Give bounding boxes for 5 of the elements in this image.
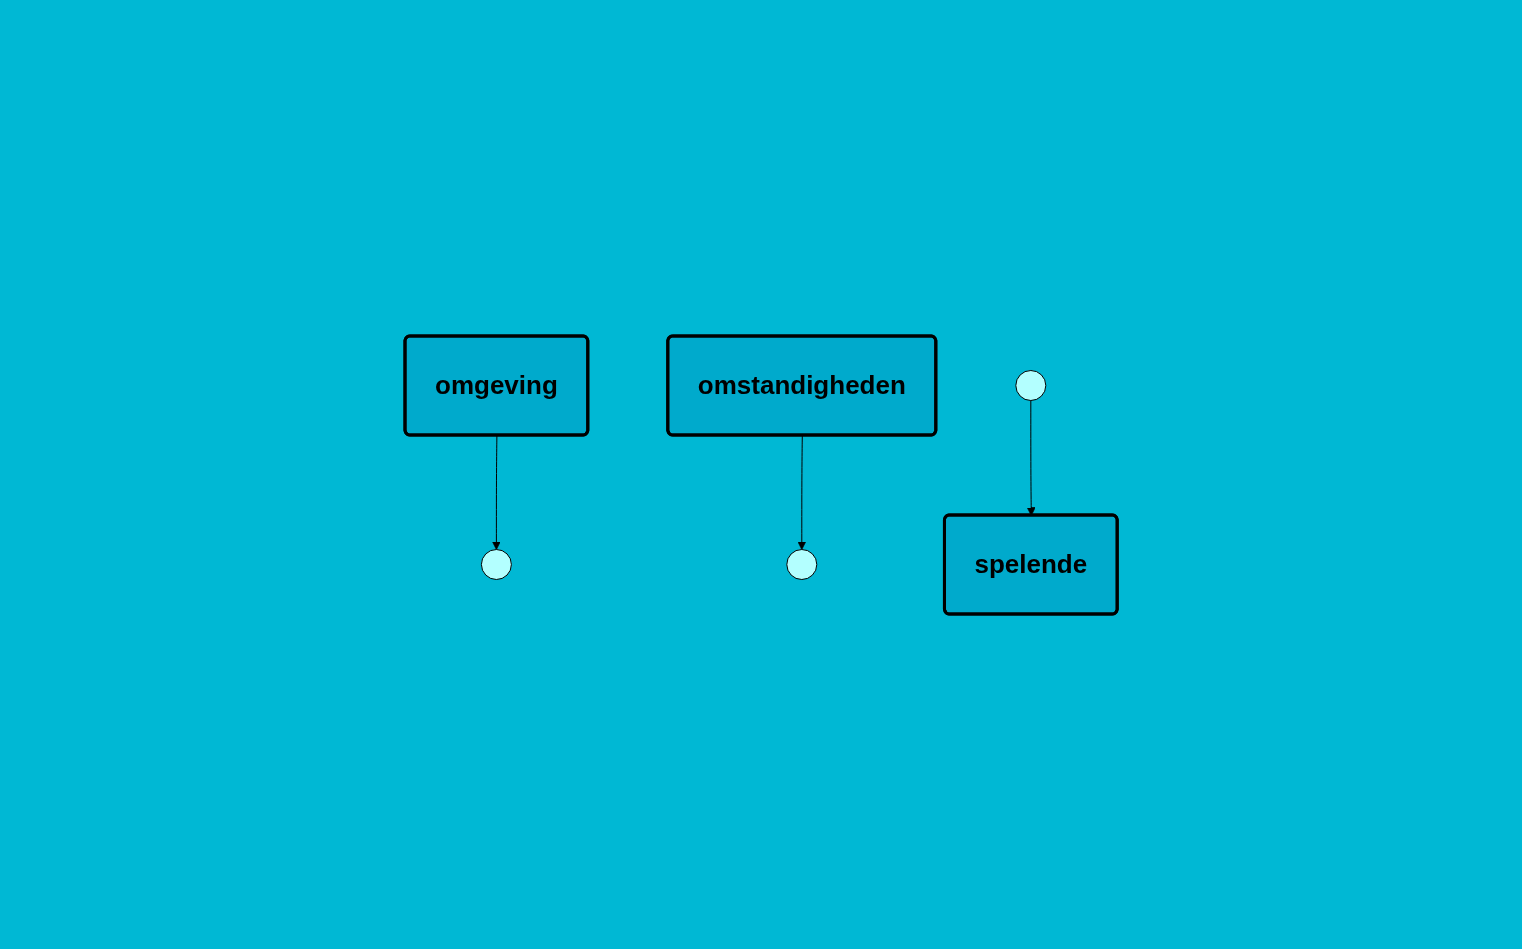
node-star xyxy=(1015,369,1047,401)
node-star xyxy=(786,548,818,580)
arrow xyxy=(797,434,807,550)
node-star xyxy=(480,548,512,580)
arrow xyxy=(491,434,501,550)
